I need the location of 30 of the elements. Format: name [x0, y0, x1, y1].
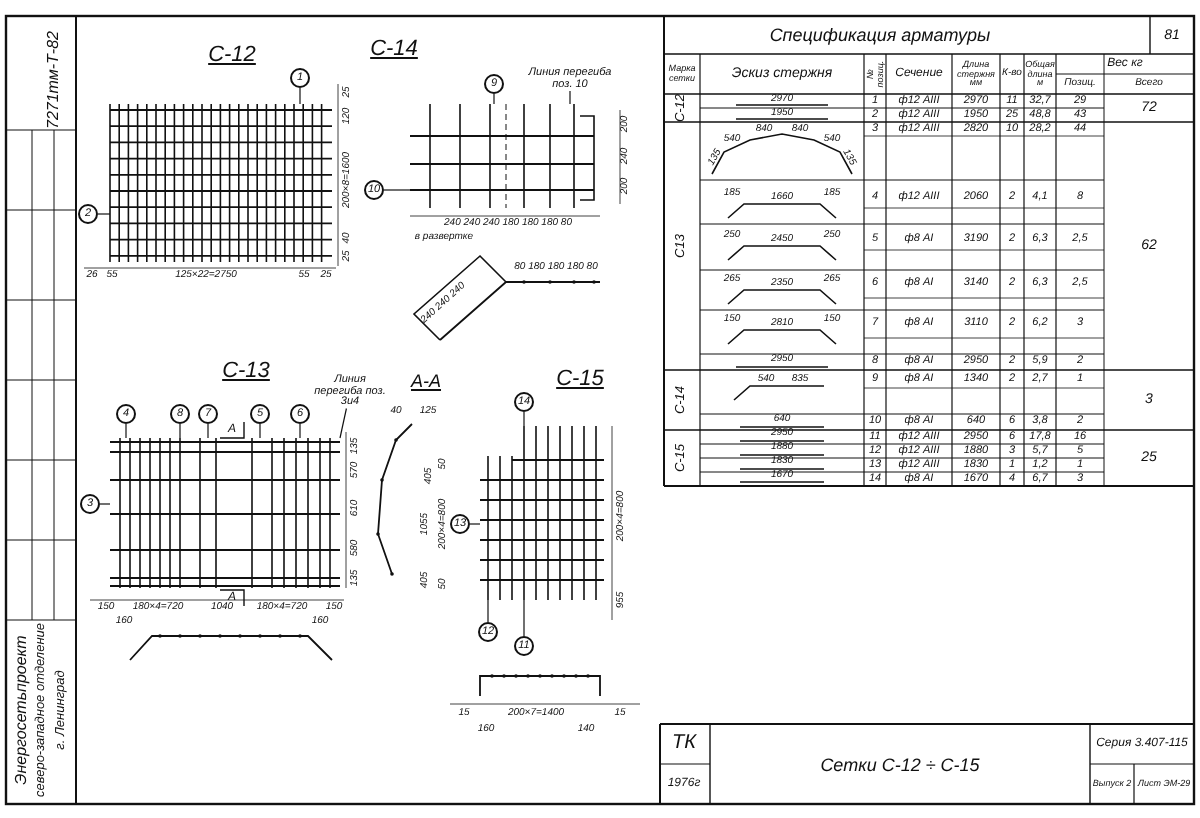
organization-name: Энергосетьпроект [14, 635, 30, 785]
leader-line [523, 411, 525, 427]
leader-line [125, 423, 127, 439]
drawing-title: С-15 [556, 369, 604, 391]
leader-line [487, 599, 489, 623]
leader-line [523, 599, 525, 637]
drawing-title: С-13 [222, 361, 270, 383]
mesh-drawing [109, 437, 341, 589]
table-title: Спецификация арматуры [769, 27, 991, 45]
leader-line [259, 423, 261, 439]
mesh-drawing [409, 103, 595, 209]
leader-line [99, 503, 111, 505]
drawing-title: С-14 [370, 39, 418, 61]
drawing-title: С-12 [208, 45, 256, 67]
leader-line [299, 423, 301, 439]
leader-line [299, 87, 301, 105]
sheet-title: Сетки С-12 ÷ С-15 [820, 757, 980, 775]
leader-line [207, 423, 209, 439]
mesh-drawing [109, 103, 333, 263]
leader-line [339, 407, 347, 439]
leader-line [383, 189, 411, 191]
leader-line [569, 90, 571, 105]
leader-line [469, 523, 481, 525]
leader-line [97, 213, 111, 215]
leader-line [179, 423, 181, 439]
leader-line [493, 93, 495, 105]
mesh-drawing [479, 425, 605, 601]
drawing-number: 7271тм-Т-82 [46, 31, 62, 129]
stamp-code: ТК [672, 734, 696, 754]
drawing-title: А-А [411, 373, 441, 391]
